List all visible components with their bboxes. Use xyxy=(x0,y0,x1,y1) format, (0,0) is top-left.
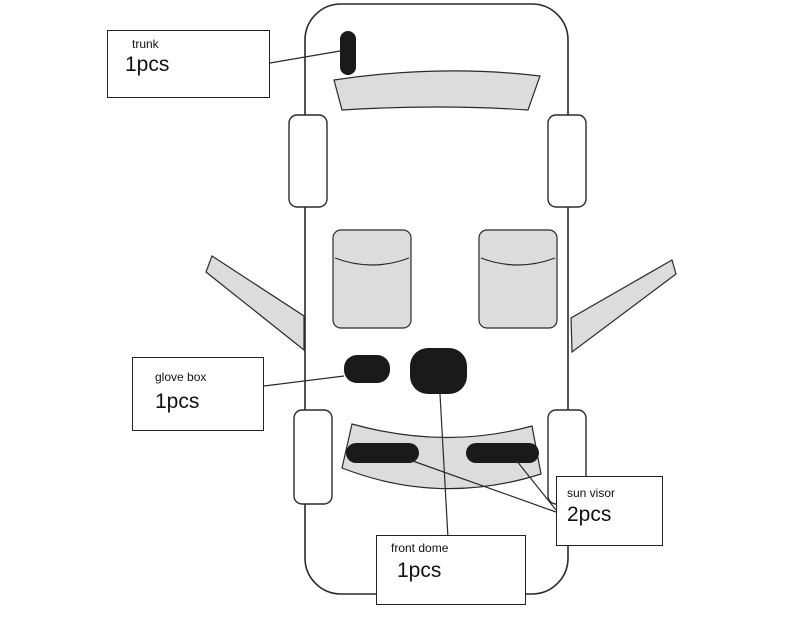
trunk-leader-line xyxy=(269,50,341,64)
front-dome-light-icon xyxy=(410,348,467,394)
glove-box-leader-line xyxy=(263,375,345,387)
wheel-front-left xyxy=(293,409,333,505)
sun-visor-leader-line-left xyxy=(409,459,557,513)
sun-visor-light-right-icon xyxy=(466,443,539,463)
front-dome-leader-line xyxy=(439,393,449,539)
rear-window xyxy=(333,70,541,111)
glove-box-label-box: glove box 1pcs xyxy=(132,357,264,431)
trunk-label-name: trunk xyxy=(132,37,159,51)
wheel-rear-right xyxy=(547,114,587,208)
front-dome-label-qty: 1pcs xyxy=(397,559,442,582)
trunk-label-box: trunk 1pcs xyxy=(107,30,270,98)
door-right xyxy=(570,259,677,354)
trunk-label-qty: 1pcs xyxy=(125,53,170,76)
sun-visor-label-qty: 2pcs xyxy=(567,503,612,526)
door-left xyxy=(205,255,305,352)
sun-visor-light-left-icon xyxy=(346,443,419,463)
sun-visor-label-name: sun visor xyxy=(567,486,616,500)
sun-visor-leader-line-right xyxy=(515,459,557,511)
glove-box-label-qty: 1pcs xyxy=(155,390,200,413)
wheel-rear-left xyxy=(288,114,328,208)
seat-right xyxy=(478,229,558,329)
glove-box-label-name: glove box xyxy=(155,370,207,384)
sun-visor-label-box: sun visor 2pcs xyxy=(556,476,663,546)
trunk-light-icon xyxy=(340,31,356,75)
windshield xyxy=(341,423,542,490)
front-dome-label-name: front dome xyxy=(391,541,449,555)
glove-box-light-icon xyxy=(344,355,390,383)
front-dome-label-box: front dome 1pcs xyxy=(376,535,526,605)
seat-left xyxy=(332,229,412,329)
